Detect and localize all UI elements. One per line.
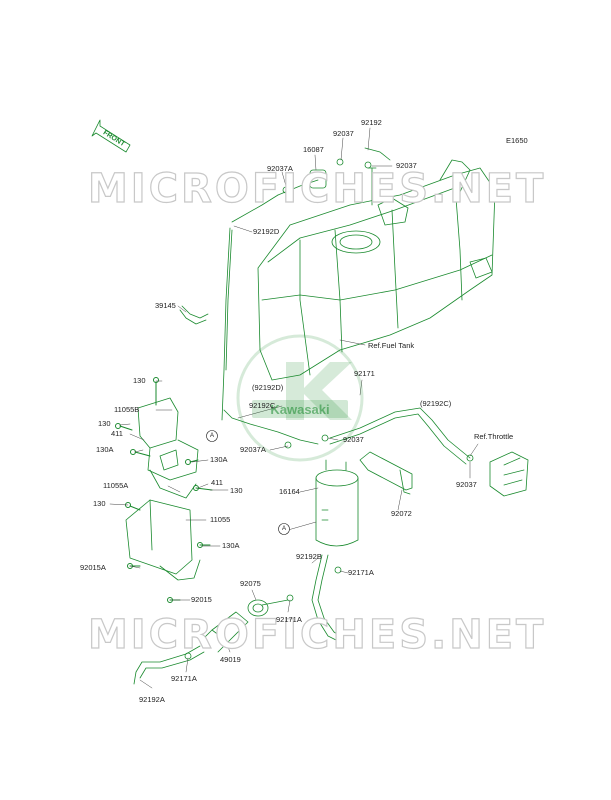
part-label: 92192D — [253, 227, 280, 236]
hose-92192D — [231, 194, 279, 223]
hose-39145 — [179, 305, 209, 325]
part-label: 92075 — [240, 579, 261, 588]
part-label: 92171 — [354, 369, 375, 378]
clamp-92037 — [336, 158, 344, 166]
part-label: 11055A — [103, 481, 129, 490]
part-label: (92192D) — [252, 383, 284, 392]
part-label: 130 — [98, 419, 111, 428]
part-label: 11055 — [210, 515, 231, 524]
part-label: 39145 — [155, 301, 176, 310]
part-label: (92192C) — [420, 399, 452, 408]
part-label: 130 — [133, 376, 146, 385]
part-label: Ref.Fuel Tank — [368, 341, 415, 350]
part-label: 92037 — [396, 161, 417, 170]
part-label: 92037A — [240, 445, 266, 454]
part-label: 92037 — [333, 129, 354, 138]
hose-92192C — [329, 407, 471, 459]
part-label: 92171A — [276, 615, 302, 624]
part-label: 16087 — [303, 145, 324, 154]
part-label: 92192B — [296, 552, 322, 561]
part-label: 130 — [93, 499, 106, 508]
vent-hose — [221, 227, 231, 421]
diagram-code: E1650 — [506, 136, 528, 145]
part-label: 130A — [96, 445, 114, 454]
filter-16087 — [309, 169, 327, 189]
part-label: 92037A — [267, 164, 293, 173]
filter-49019 — [201, 611, 249, 653]
canister-16164 — [315, 459, 359, 547]
hose-92192B — [311, 554, 337, 641]
part-label: 92192A — [139, 695, 165, 704]
front-arrow-icon — [91, 119, 131, 153]
kawasaki-logo: Kawasaki — [236, 334, 364, 462]
bracket-92072 — [359, 451, 413, 491]
bracket-11055 — [125, 499, 201, 581]
bracket-11055A — [149, 469, 197, 499]
part-label: 411 — [211, 478, 223, 487]
part-label: 16164 — [279, 487, 300, 496]
part-label: 49019 — [220, 655, 241, 664]
part-label: 92037 — [456, 480, 477, 489]
part-label: 92192 — [361, 118, 382, 127]
part-label: 92171A — [171, 674, 197, 683]
part-label: 130A — [222, 541, 240, 550]
part-label: 92192C — [249, 401, 276, 410]
svg-text:Kawasaki: Kawasaki — [270, 402, 329, 417]
part-label: A — [282, 526, 287, 532]
part-label: Ref.Throttle — [474, 432, 514, 441]
part-label: 92037 — [343, 435, 364, 444]
part-label: 92015A — [80, 563, 106, 572]
part-label: 92015 — [191, 595, 212, 604]
part-label: 411 — [111, 429, 123, 438]
part-label: A — [210, 433, 215, 439]
part-label: 130A — [210, 455, 228, 464]
part-label: 92171A — [348, 568, 374, 577]
part-label: 11055B — [114, 405, 140, 414]
reference-circle-a — [206, 430, 290, 535]
bracket-11055B — [137, 397, 199, 481]
fuel-tank — [257, 159, 496, 381]
hose-92192 — [364, 147, 391, 161]
watermark: MICROFICHES.NET — [87, 165, 547, 212]
part-label: 130 — [230, 486, 243, 495]
part-label: 92072 — [391, 509, 412, 518]
watermark: MICROFICHES.NET — [87, 611, 547, 658]
throttle-body — [489, 451, 529, 497]
ring-92075 — [247, 599, 269, 617]
